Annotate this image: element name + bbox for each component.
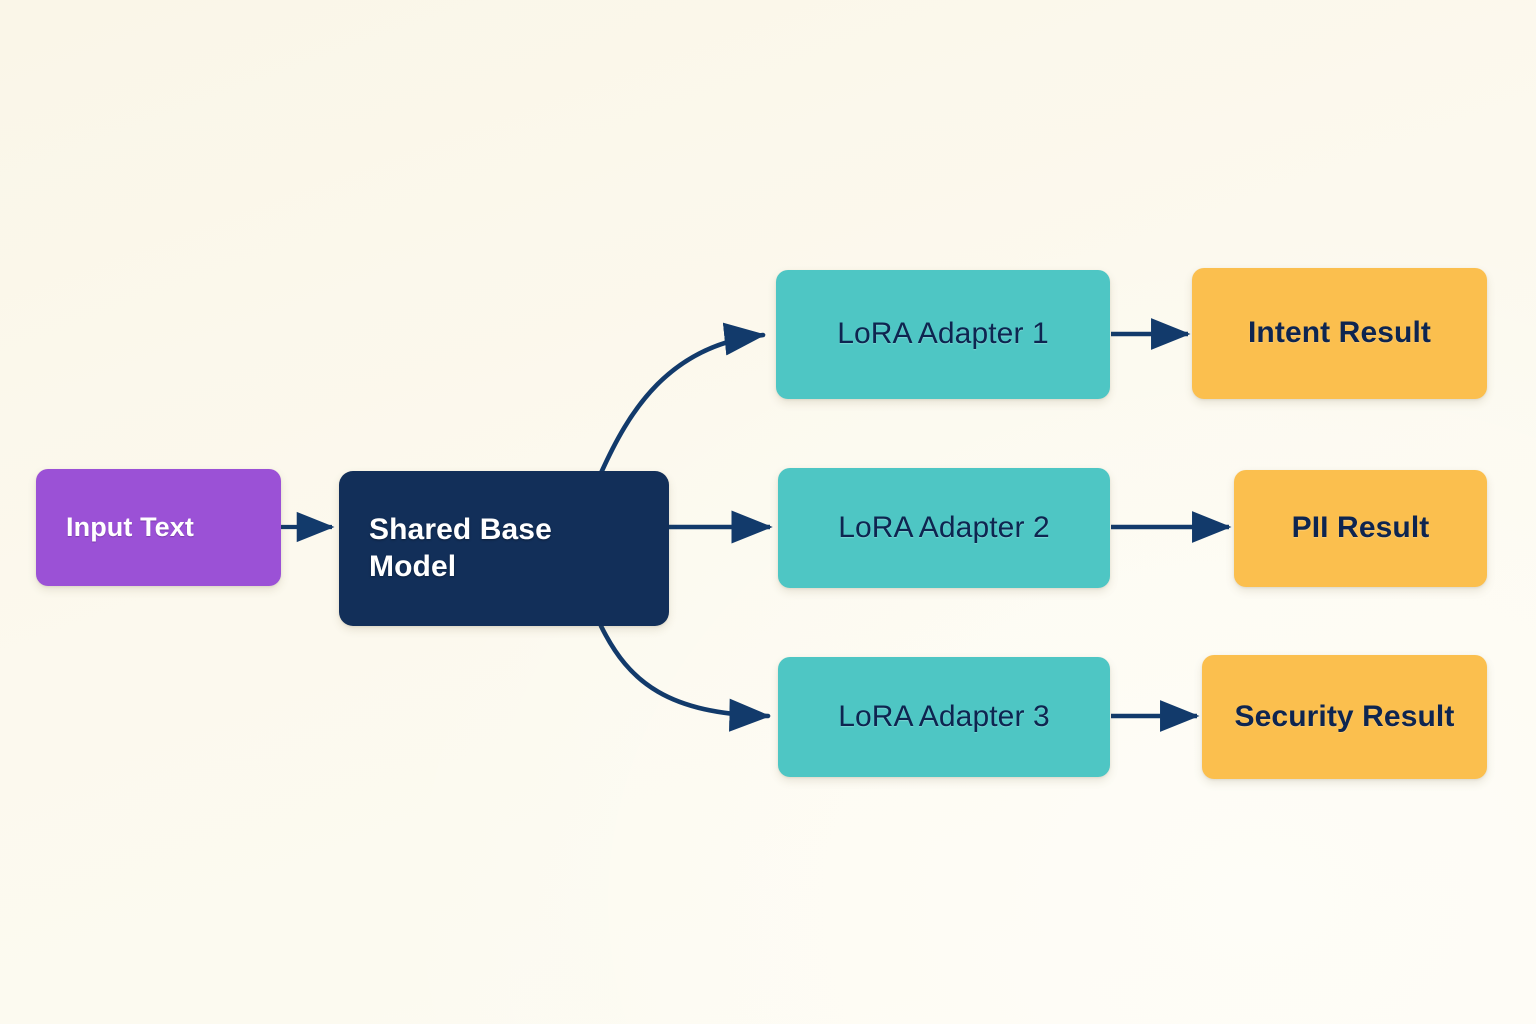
node-input-text[interactable]: Input Text	[36, 469, 281, 586]
node-lora-adapter-1[interactable]: LoRA Adapter 1	[776, 270, 1110, 399]
node-lora-adapter-3[interactable]: LoRA Adapter 3	[778, 657, 1110, 777]
node-input-text-label: Input Text	[66, 512, 194, 543]
node-shared-base-model-label: Shared Base Model	[369, 512, 552, 583]
edge-base-to-adapter3	[598, 623, 771, 732]
node-shared-base-model[interactable]: Shared Base Model	[339, 471, 669, 626]
node-lora-adapter-1-label: LoRA Adapter 1	[837, 317, 1049, 351]
node-pii-result[interactable]: PII Result	[1234, 470, 1487, 587]
node-lora-adapter-2[interactable]: LoRA Adapter 2	[778, 468, 1110, 588]
node-lora-adapter-3-label: LoRA Adapter 3	[838, 699, 1050, 733]
node-intent-result[interactable]: Intent Result	[1192, 268, 1487, 399]
node-lora-adapter-2-label: LoRA Adapter 2	[838, 510, 1050, 544]
node-security-result-label: Security Result	[1234, 699, 1455, 733]
node-security-result[interactable]: Security Result	[1202, 655, 1487, 779]
node-pii-result-label: PII Result	[1291, 511, 1430, 545]
edge-base-to-adapter1	[598, 322, 766, 476]
node-intent-result-label: Intent Result	[1248, 316, 1431, 350]
